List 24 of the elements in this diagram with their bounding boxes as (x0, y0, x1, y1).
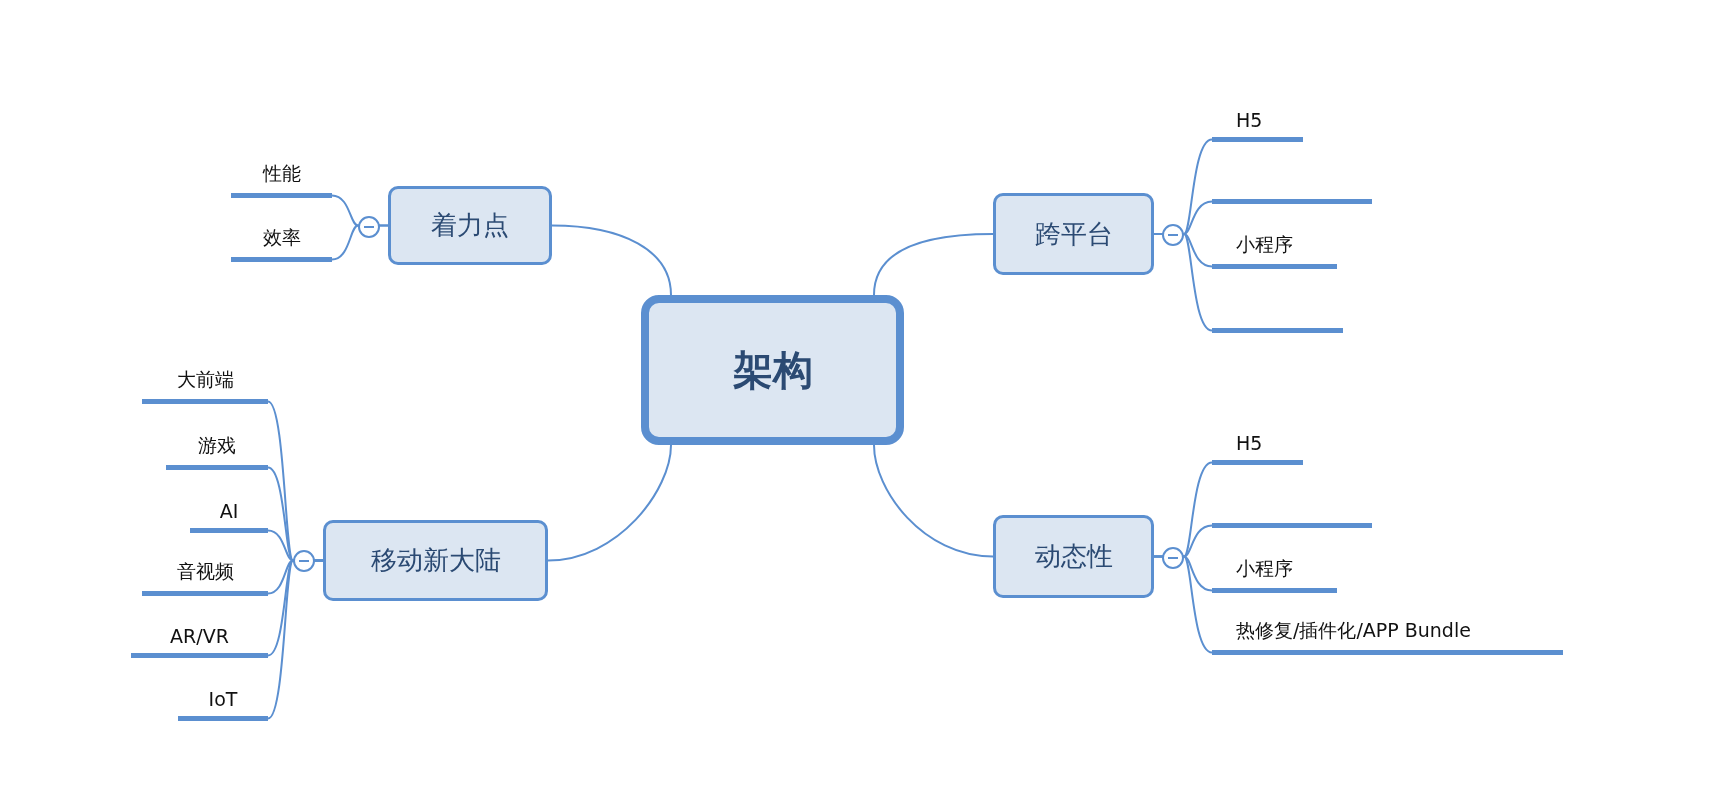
connector-line (1153, 555, 1213, 654)
connector-line (873, 233, 994, 296)
subtopic-label: AI (190, 493, 268, 533)
subtopic-label: H5 (1212, 102, 1303, 142)
subtopic-label: 小程序 (1212, 553, 1337, 593)
connector-line (547, 444, 672, 562)
subtopic-label: 小程序 (1212, 229, 1337, 269)
topic-box: 着力点 (388, 186, 552, 265)
subtopic-label: 热修复/插件化/APP Bundle (1212, 615, 1563, 655)
subtopic-label: 性能 (231, 158, 332, 198)
topic-box: 动态性 (993, 515, 1154, 598)
subtopic-label: IoT (178, 681, 268, 721)
connector-line (551, 224, 672, 296)
connector-line (873, 444, 994, 558)
subtopic-label: 音视频 (142, 556, 268, 596)
subtopic-label: AR/VR (131, 618, 268, 658)
central-topic-box: 架构 (641, 295, 904, 445)
subtopic-label: 效率 (231, 222, 332, 262)
subtopic-label: H5 (1212, 425, 1303, 465)
subtopic-label: 大前端 (142, 364, 268, 404)
topic-box: 移动新大陆 (323, 520, 548, 601)
subtopic-label: 游戏 (166, 430, 268, 470)
topic-box: 跨平台 (993, 193, 1154, 275)
connector-line (331, 224, 389, 261)
